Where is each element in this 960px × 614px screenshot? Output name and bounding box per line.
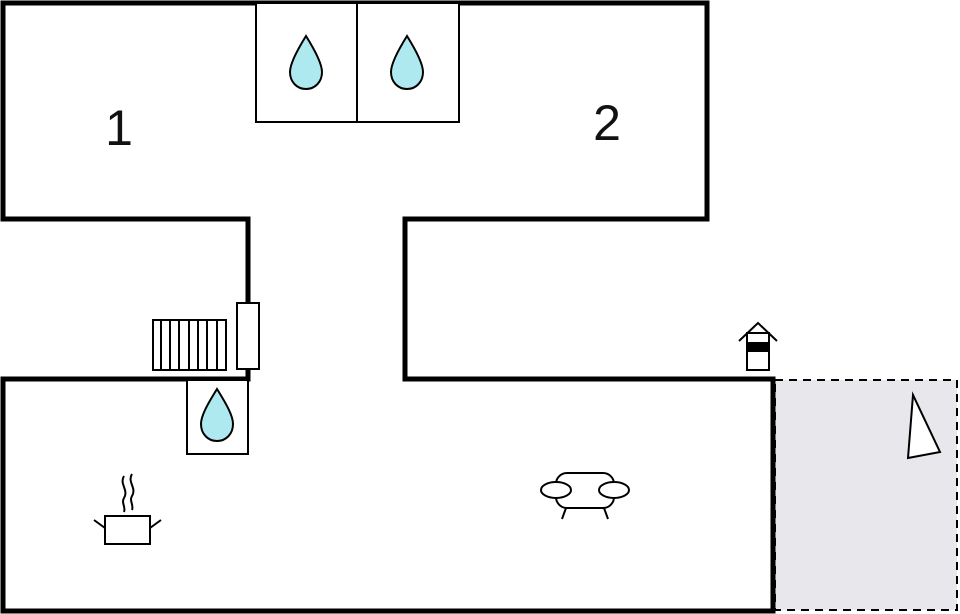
- water-drop-icon: [389, 34, 425, 91]
- sofa-icon: [540, 472, 630, 520]
- cooking-pot-icon: [93, 473, 162, 545]
- walls: [0, 0, 776, 614]
- terrace-area: [774, 379, 958, 611]
- compass-arrow-icon: [906, 391, 942, 460]
- room-label-2: 2: [593, 95, 621, 151]
- water-drop-icon: [199, 387, 235, 443]
- door-icon: [236, 302, 260, 370]
- water-drop-icon: [288, 34, 324, 91]
- radiator-icon: [152, 319, 227, 371]
- fireplace-icon: [738, 321, 778, 371]
- room-label-1: 1: [105, 100, 133, 156]
